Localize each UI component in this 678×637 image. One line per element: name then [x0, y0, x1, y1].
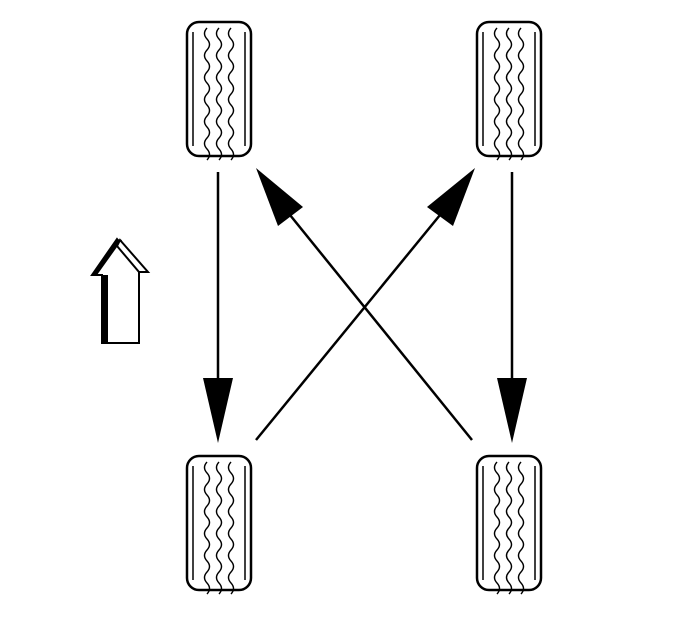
forward-arrow-icon: [90, 237, 151, 344]
tire-front-left: [185, 20, 253, 162]
tire-rear-left: [185, 454, 253, 596]
arrow-rear-left-to-front-right: [255, 168, 475, 441]
arrow-front-right-to-rear-right: [497, 172, 527, 443]
tire-rear-right: [475, 454, 543, 596]
tire-front-right: [475, 20, 543, 162]
arrow-rear-right-to-front-left: [256, 168, 473, 441]
arrow-front-left-to-rear-left: [203, 172, 233, 443]
